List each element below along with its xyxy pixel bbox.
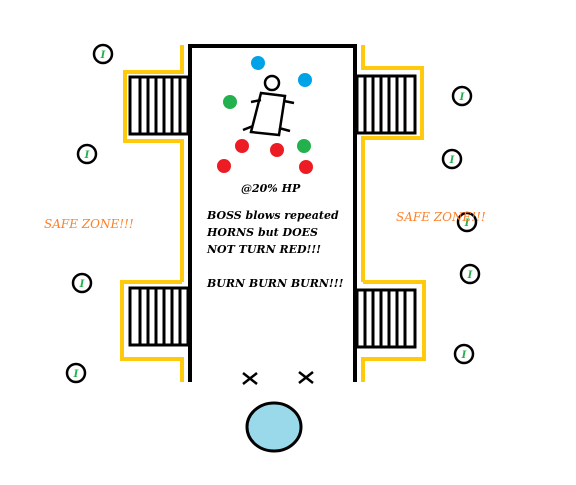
boss-arm-right	[283, 99, 295, 105]
svg-text:I: I	[84, 150, 90, 161]
svg-text:I: I	[449, 155, 455, 166]
svg-text:I: I	[467, 270, 473, 281]
blue-dot-tank-1	[251, 56, 265, 70]
player-marker-2: I	[76, 143, 98, 165]
hp-threshold-label: @20% HP	[241, 182, 301, 195]
stair-bottom-right	[355, 288, 417, 349]
stair-top-left	[128, 75, 190, 136]
player-marker-5: I	[451, 85, 473, 107]
player-marker-4: I	[65, 362, 87, 384]
player-marker-6: I	[441, 148, 463, 170]
note-line-3: NOT TURN RED!!!	[207, 243, 322, 256]
left-upper-safe-border	[123, 45, 184, 282]
green-dot-healer-1	[223, 95, 237, 109]
safe-zone-left-label: SAFE ZONE!!!	[44, 217, 134, 231]
boss-body	[249, 91, 287, 137]
note-line-4: BURN BURN BURN!!!	[207, 277, 344, 290]
player-marker-7: I	[456, 211, 478, 233]
x-marker-left	[242, 372, 258, 385]
party-dots	[217, 56, 313, 174]
svg-text:I: I	[464, 218, 470, 229]
boss-arm-left	[250, 98, 262, 104]
arena-outline	[188, 44, 357, 382]
red-dot-dps-4	[299, 160, 313, 174]
player-marker-9: I	[453, 343, 475, 365]
boss-head	[263, 74, 281, 92]
svg-text:I: I	[73, 369, 79, 380]
pool-circle	[245, 401, 303, 453]
boss-figure	[242, 74, 295, 137]
boss-leg-left	[242, 124, 254, 132]
right-upper-safe-border	[361, 45, 424, 282]
entrance-x-markers	[242, 371, 314, 385]
safe-zone-borders	[120, 45, 426, 382]
red-dot-dps-1	[235, 139, 249, 153]
boss-leg-right	[278, 126, 291, 133]
note-line-1: BOSS blows repeated	[207, 209, 339, 222]
stair-top-right	[355, 74, 417, 135]
right-lower-safe-border	[361, 280, 426, 382]
player-marker-1: I	[92, 43, 114, 65]
note-line-2: HORNS but DOES	[207, 226, 318, 239]
player-markers: I I I I I I I I I	[65, 43, 481, 384]
arena-walls	[188, 44, 357, 382]
red-dot-dps-3	[217, 159, 231, 173]
player-marker-8: I	[459, 263, 481, 285]
blue-dot-tank-2	[298, 73, 312, 87]
green-dot-healer-2	[297, 139, 311, 153]
red-dot-dps-2	[270, 143, 284, 157]
svg-text:I: I	[100, 50, 106, 61]
svg-text:I: I	[79, 279, 85, 290]
stair-bottom-left	[128, 286, 190, 347]
x-marker-right	[298, 371, 314, 384]
safe-zone-right-label: SAFE ZONE!!!	[396, 210, 486, 224]
svg-text:I: I	[461, 350, 467, 361]
svg-text:I: I	[459, 92, 465, 103]
player-marker-3: I	[71, 272, 93, 294]
left-lower-safe-border	[120, 280, 184, 382]
